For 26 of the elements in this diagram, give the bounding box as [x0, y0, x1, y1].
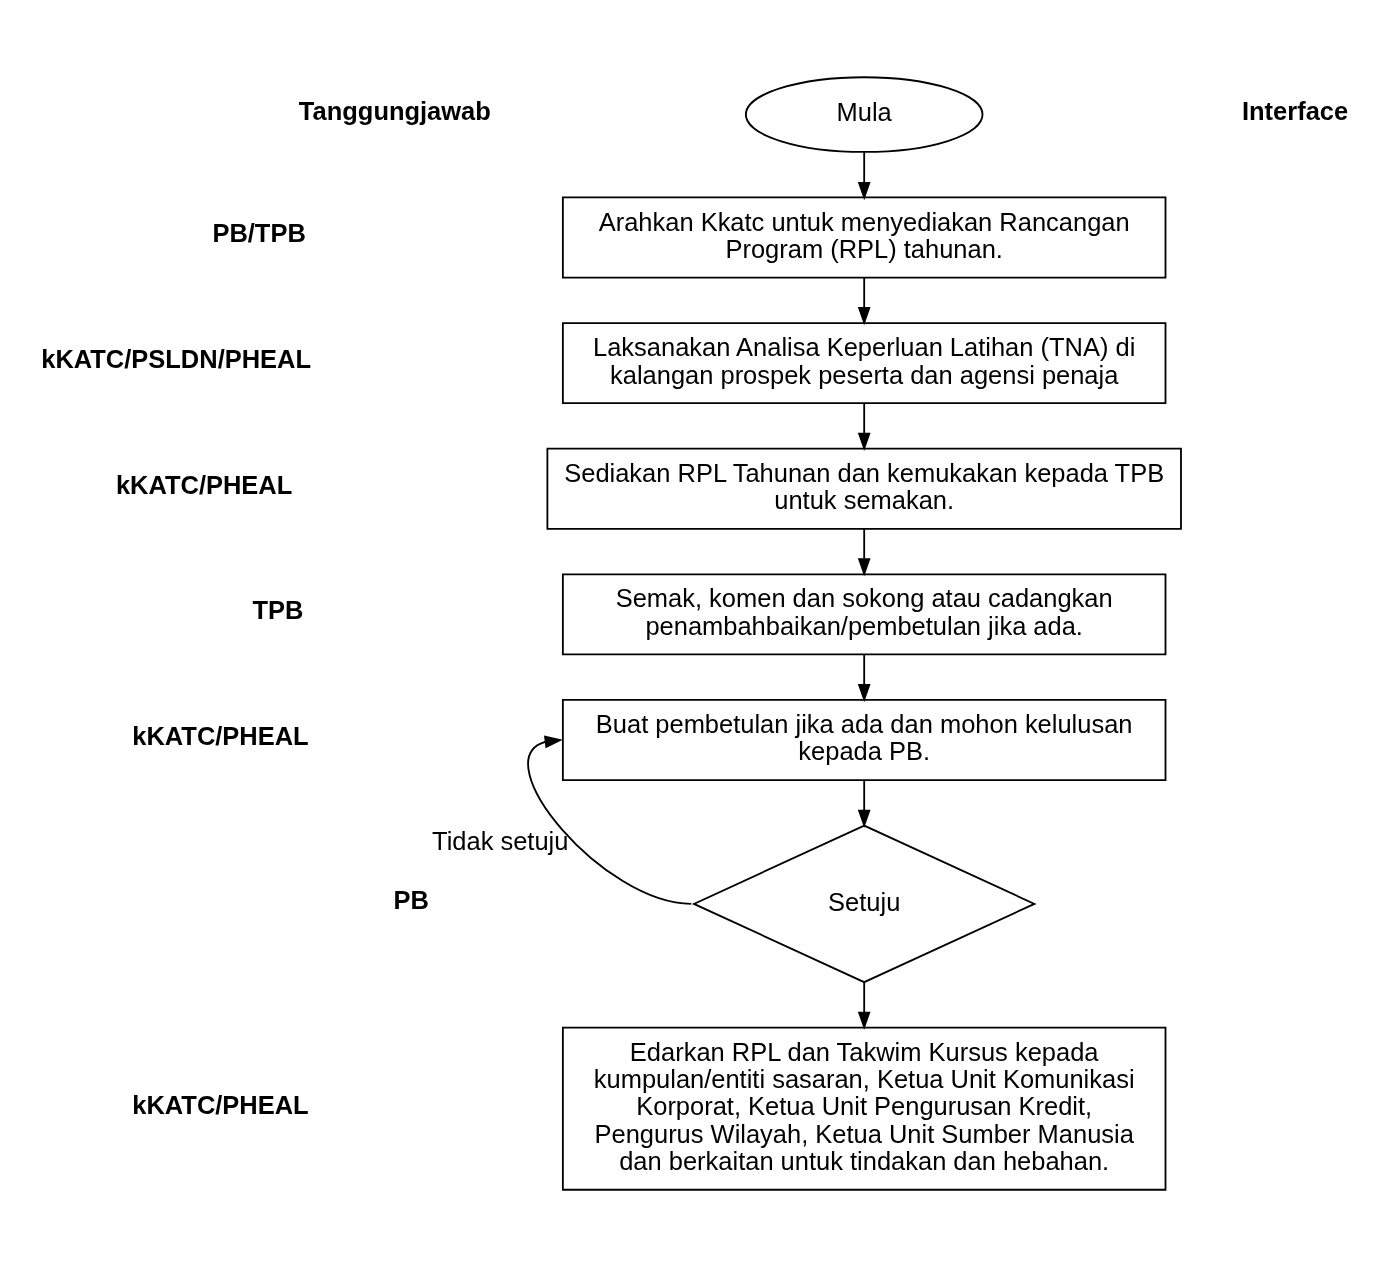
- node-box: Laksanakan Analisa Keperluan Latihan (TNA) di kalangan prospek peserta dan agensi penaja: [561, 321, 1167, 404]
- node-ellipse: Mula: [744, 75, 984, 153]
- label: kKATC/PHEAL: [115, 470, 293, 499]
- arrow: [857, 527, 871, 577]
- node-box: Buat pembetulan jika ada dan mohon kelulusan kepada PB.: [561, 698, 1167, 781]
- label: kKATC/PHEAL: [132, 1090, 309, 1119]
- arrow: [857, 276, 871, 325]
- label: Tanggungjawab: [298, 96, 491, 125]
- label: kKATC/PSLDN/PHEAL: [41, 344, 312, 373]
- edge-label: Tidak setuju: [432, 826, 569, 855]
- label: PB: [393, 885, 429, 914]
- arrow: [857, 402, 871, 451]
- arrow: [857, 150, 871, 200]
- arrow: [857, 779, 871, 828]
- arrow: [857, 653, 871, 702]
- node-box: Semak, komen dan sokong atau cadangkan penambahbaikan/pembetulan jika ada.: [561, 572, 1167, 655]
- label: kKATC/PHEAL: [132, 721, 309, 750]
- node-box: Edarkan RPL dan Takwim Kursus kepada kumpulan/entiti sasaran, Ketua Unit Komunikasi Korporat, Ketua Unit Pengurusan Kredit, Pengurus Wilayah, Ketua Unit Sumber Manusia dan berkaitan untuk tindakan dan hebahan.: [561, 1026, 1167, 1191]
- node-box: Arahkan Kkatc untuk menyediakan Rancangan Program (RPL) tahunan.: [561, 196, 1167, 278]
- arrow: [527, 735, 693, 905]
- node-diamond: Setuju: [691, 824, 1037, 983]
- label: PB/TPB: [212, 218, 306, 247]
- node-box: Sediakan RPL Tahunan dan kemukakan kepada TPB untuk semakan.: [546, 447, 1182, 530]
- arrow: [857, 980, 871, 1030]
- label: TPB: [252, 595, 304, 624]
- label: Interface: [1241, 96, 1349, 125]
